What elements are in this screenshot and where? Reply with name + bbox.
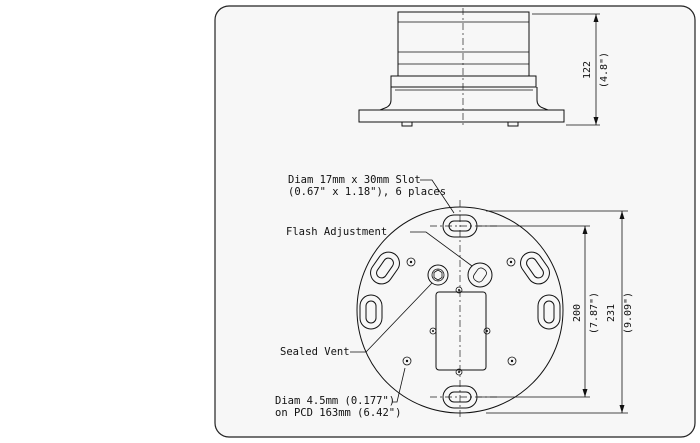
slot-callout-line2: (0.67" x 1.18"), 6 places bbox=[288, 186, 446, 198]
slot-top bbox=[442, 214, 478, 238]
vent-leader bbox=[350, 282, 433, 353]
pcd-mm-label: 200 bbox=[572, 304, 583, 322]
slot-upper-right bbox=[520, 251, 550, 285]
flash-leader bbox=[410, 231, 473, 267]
diameter-mm-label: 231 bbox=[606, 304, 617, 322]
hole-callout-line2: on PCD 163mm (6.42") bbox=[275, 407, 401, 419]
slot-lower-left bbox=[359, 294, 383, 330]
cover-plate bbox=[429, 286, 491, 376]
side-view: 122 (4.8") bbox=[358, 8, 610, 128]
height-in-label: (4.8") bbox=[599, 52, 610, 88]
pcd-in-label: (7.87") bbox=[589, 292, 600, 334]
vent-callout-label: Sealed Vent bbox=[280, 346, 350, 358]
mounting-slots bbox=[359, 214, 561, 409]
flash-callout-label: Flash Adjustment bbox=[286, 226, 387, 238]
bolt-holes bbox=[402, 257, 517, 366]
sealed-vent bbox=[427, 264, 449, 286]
plan-view: 200 (7.87") 231 (9.09") bbox=[356, 200, 634, 420]
hole-callout-line1: Diam 4.5mm (0.177") bbox=[275, 395, 395, 407]
hole-leader bbox=[392, 367, 406, 403]
callouts: Diam 17mm x 30mm Slot (0.67" x 1.18"), 6… bbox=[275, 174, 473, 419]
height-mm-label: 122 bbox=[582, 61, 593, 79]
slot-leader bbox=[420, 179, 455, 214]
slot-upper-left bbox=[370, 251, 400, 285]
light-body bbox=[390, 75, 537, 88]
slot-callout-line1: Diam 17mm x 30mm Slot bbox=[288, 174, 421, 186]
slot-lower-right bbox=[537, 294, 561, 330]
diameter-in-label: (9.09") bbox=[623, 292, 634, 334]
slot-bottom bbox=[442, 385, 478, 409]
flash-adjustment-knob bbox=[467, 262, 493, 288]
base-plate bbox=[358, 109, 565, 123]
